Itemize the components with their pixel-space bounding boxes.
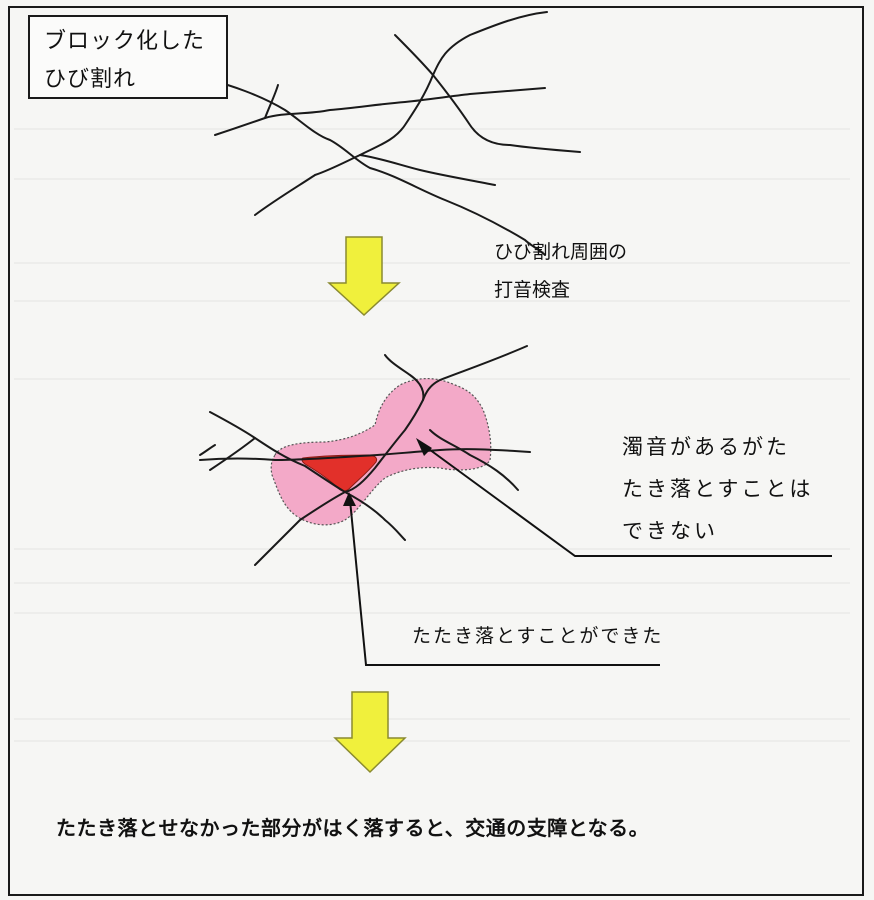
pointer-arrow-icon xyxy=(416,438,432,456)
figure-frame xyxy=(8,6,864,896)
conclusion-text: たたき落とせなかった部分がはく落すると、交通の支障となる。 xyxy=(56,816,650,840)
pointer-arrow-icon xyxy=(343,492,356,506)
crack-line xyxy=(432,74,581,153)
note-line: 打音検査 xyxy=(494,279,571,301)
leader-line-removed xyxy=(349,499,660,666)
note-line: できない xyxy=(622,519,718,543)
note-line: 濁音があるがた xyxy=(622,435,790,459)
removed-note: たたき落とすことができた xyxy=(412,625,664,647)
crack-line xyxy=(209,79,546,256)
note-line: たき落とすことは xyxy=(622,477,814,501)
label-line: ひび割れ xyxy=(44,67,137,92)
crack-line xyxy=(254,11,548,216)
crack-line xyxy=(384,354,425,401)
crack-line xyxy=(199,444,216,456)
crack-line xyxy=(359,154,496,186)
note-line: ひび割れ周囲の xyxy=(494,241,628,263)
dull-sound-zone xyxy=(270,378,492,526)
down-arrow-icon xyxy=(327,236,401,317)
crack-type-label: ブロック化した ひび割れ xyxy=(28,15,228,99)
crack-line xyxy=(199,448,531,461)
down-arrow-icon xyxy=(333,691,407,774)
leader-lines xyxy=(349,443,832,666)
crack-line xyxy=(209,345,528,493)
crack-line xyxy=(429,429,519,491)
crack-line xyxy=(344,491,406,541)
leader-line-dull xyxy=(421,443,832,557)
crack-network-initial xyxy=(209,11,581,256)
inspection-note: ひび割れ周囲の 打音検査 xyxy=(494,233,627,309)
label-line: ブロック化した xyxy=(44,29,206,54)
crack-line xyxy=(264,84,279,119)
dull-sound-note: 濁音があるがた たき落とすことは できない xyxy=(622,426,813,552)
crack-network-tested xyxy=(199,345,531,566)
crack-line xyxy=(254,491,346,566)
crack-line xyxy=(394,34,434,76)
crack-line xyxy=(209,437,256,471)
